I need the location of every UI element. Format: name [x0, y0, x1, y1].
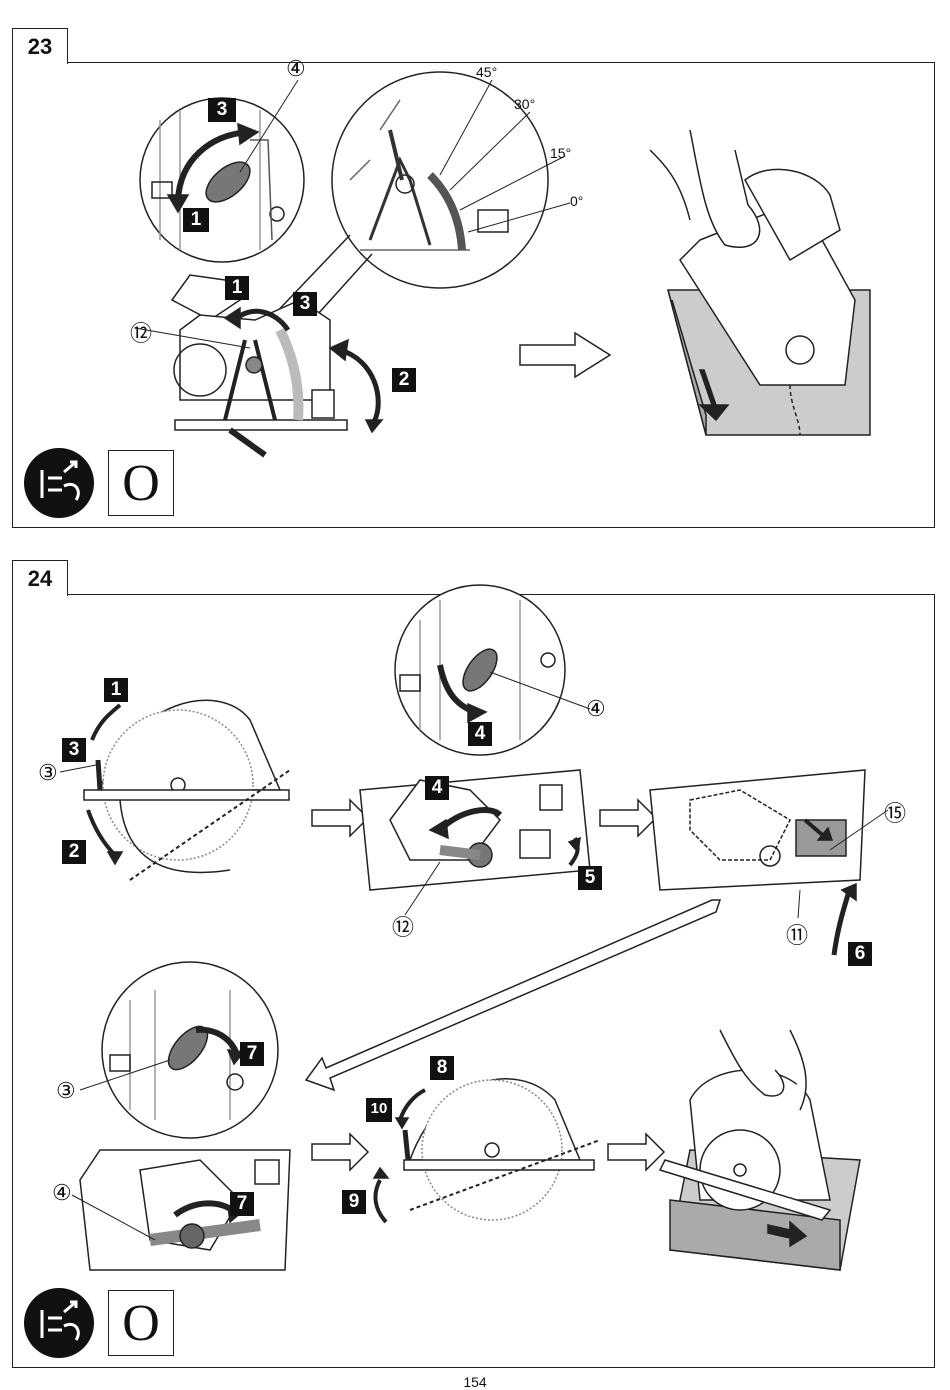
angle-label-15: 15° [550, 145, 572, 161]
saw-side-view-1 [83, 699, 291, 881]
hand-icon [689, 129, 761, 248]
step-badges-23 [183, 98, 416, 392]
figure-24-number: 24 [12, 560, 68, 596]
step-10-badge: 10 [370, 1100, 388, 1117]
step-3-badge: 3 [216, 99, 228, 120]
arrow-right-icon [519, 331, 612, 379]
power-off-symbol: O [108, 1290, 174, 1356]
page-number: 154 [463, 1374, 487, 1390]
step-7-badge: 7 [246, 1043, 258, 1064]
angle-label-30: 30° [514, 96, 536, 112]
step-1-badge: 1 [231, 277, 243, 298]
saw-cutting-scene [658, 1029, 861, 1271]
step-4-badge: 4 [474, 723, 486, 744]
step-6-badge: 6 [854, 943, 866, 964]
step-2-badge: 2 [68, 841, 80, 862]
base-detail-2 [649, 769, 866, 891]
step-7-badge: 7 [236, 1193, 248, 1214]
step-8-badge: 8 [436, 1057, 448, 1078]
zoom-circle-bevel-scale [331, 71, 549, 289]
step-9-badge: 9 [348, 1191, 360, 1212]
lever-knob [205, 161, 251, 203]
step-2-badge: 2 [398, 369, 410, 390]
angle-label-45: 45° [476, 64, 498, 80]
step-1-badge: 1 [110, 679, 122, 700]
base-detail-1 [359, 769, 591, 891]
saw-rear-view [170, 274, 348, 458]
step-4-badge: 4 [431, 777, 443, 798]
callout-12: ⑫ [130, 321, 153, 346]
callout-12: ⑫ [392, 915, 415, 940]
callout-4: ④ [52, 1180, 72, 1205]
callout-11: ⑪ [786, 923, 809, 948]
power-off-symbol: O [108, 450, 174, 516]
angle-label-0: 0° [570, 193, 584, 209]
callout-4: ④ [586, 696, 606, 721]
step-3-badge: 3 [299, 293, 311, 314]
unplug-icon [24, 1288, 94, 1358]
figure-23-panel [12, 62, 935, 528]
saw-on-board-scene [649, 129, 871, 436]
figure-23-number: 23 [12, 28, 68, 64]
callout-3: ③ [56, 1078, 76, 1103]
step-badges-24 [62, 678, 872, 1216]
callout-4: ④ [286, 56, 306, 81]
step-3-badge: 3 [68, 739, 80, 760]
unplug-icon [24, 448, 94, 518]
saw-side-view-2 [402, 1078, 601, 1221]
callout-15: ⑮ [884, 801, 907, 826]
callout-3: ③ [38, 760, 58, 785]
step-5-badge: 5 [584, 867, 596, 888]
step-1-badge: 1 [190, 209, 202, 230]
